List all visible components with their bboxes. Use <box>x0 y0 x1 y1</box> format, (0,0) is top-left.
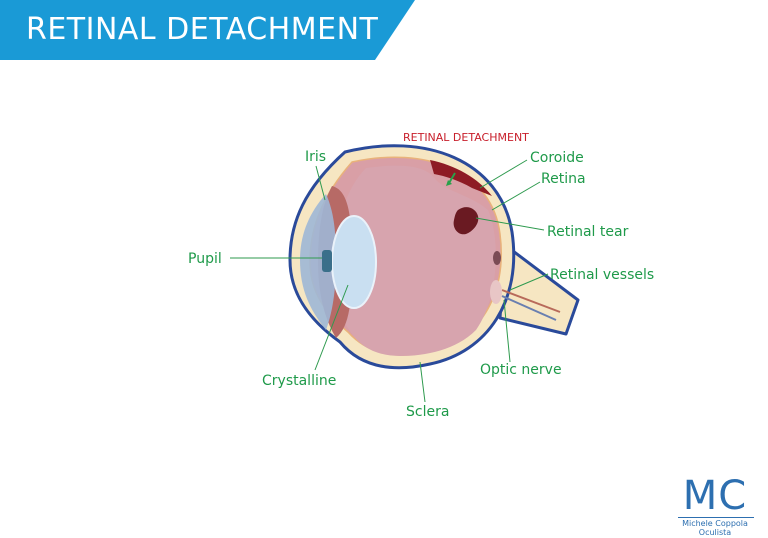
retinal-vessel-2 <box>501 295 557 321</box>
optic-nerve-leader <box>503 299 511 363</box>
vitreous-body <box>334 165 496 356</box>
retinal-tear <box>453 207 479 235</box>
brand-logo: MC Michele Coppola Oculista <box>672 473 758 537</box>
detachment-arrow <box>448 172 456 184</box>
label-iris: Iris <box>305 149 326 165</box>
crystalline-leader <box>314 284 349 371</box>
iris-leader <box>315 165 326 201</box>
title-banner <box>0 0 415 60</box>
label-sclera: Sclera <box>406 404 449 420</box>
macula <box>493 251 501 265</box>
label-retina: Retina <box>541 171 586 187</box>
optic-disc <box>490 280 502 304</box>
label-coroide: Coroide <box>530 150 584 166</box>
retinal-vessel-1 <box>501 289 561 313</box>
diagram-subtitle: RETINAL DETACHMENT <box>403 131 529 144</box>
sclera-leader <box>419 361 426 403</box>
choroid-detached-area <box>430 160 492 196</box>
label-retinal-vessels: Retinal vessels <box>550 267 654 283</box>
page-title: RETINAL DETACHMENT <box>26 12 379 47</box>
logo-divider <box>678 517 754 518</box>
retina-leader <box>491 181 541 211</box>
label-crystalline: Crystalline <box>262 373 336 389</box>
label-optic-nerve: Optic nerve <box>480 362 562 378</box>
label-pupil: Pupil <box>188 251 222 267</box>
retinal-vessels-leader <box>509 273 549 291</box>
crystalline-lens <box>331 215 377 309</box>
pupil-marker <box>322 250 332 272</box>
logo-mark: MC <box>682 473 748 519</box>
logo-name: Michele Coppola <box>682 519 748 528</box>
coroide-leader <box>479 159 528 189</box>
label-retinal-tear: Retinal tear <box>547 224 629 240</box>
logo-role: Oculista <box>698 528 732 537</box>
cornea <box>300 194 336 330</box>
retinal-tear-leader <box>475 217 545 231</box>
